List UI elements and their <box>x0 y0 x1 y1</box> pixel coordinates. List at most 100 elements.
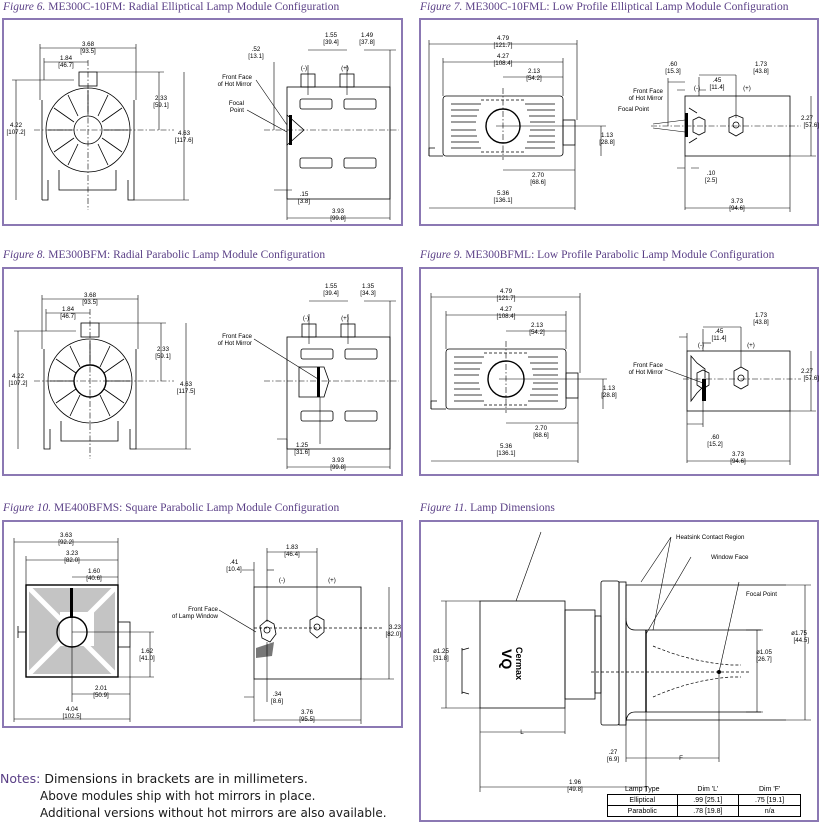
dim-value: [10.4] <box>226 566 242 573</box>
notes: Notes: Dimensions in brackets are in mil… <box>0 770 387 822</box>
dim-value: [68.6] <box>530 179 546 186</box>
dim-value: .45 <box>713 77 722 84</box>
figure-number: Figure 6. <box>3 1 46 13</box>
dim-value: [13.1] <box>248 53 264 60</box>
dim-value: .41 <box>230 559 239 566</box>
dim-value: [95.5] <box>299 716 315 723</box>
callout-label: of Hot Mirror <box>218 340 252 347</box>
callout-label: Front Face <box>188 606 218 613</box>
dim-value: 1.73 <box>755 312 768 319</box>
dim-value: [6.9] <box>607 756 619 763</box>
dim-value: [99.8] <box>330 215 346 222</box>
figure-10-caption: Figure 10. ME400BFMS: Square Parabolic L… <box>3 502 339 514</box>
low-profile-module-front-view <box>428 40 606 210</box>
dim-value: [136.1] <box>494 197 513 204</box>
terminal-label: (+) <box>341 315 349 322</box>
figure-title: ME300C-10FML: Low Profile Elliptical Lam… <box>465 1 789 13</box>
dim-value: [93.5] <box>80 48 96 55</box>
figure-9-drawing: 4.79 [121.7] 4.27 [108.4] 2.13 [54.2] 1.… <box>430 288 820 465</box>
figure-9-caption: Figure 9. ME300BFML: Low Profile Parabol… <box>420 249 774 261</box>
dim-value: [31.8] <box>433 655 449 662</box>
dim-value: .60 <box>711 434 720 441</box>
dim-value: [31.6] <box>294 449 310 456</box>
dim-value: [117.6] <box>175 137 194 144</box>
figure-title: Lamp Dimensions <box>470 502 555 514</box>
dim-value: ø1.75 <box>791 630 807 637</box>
dim-value: [39.4] <box>323 39 339 46</box>
logo-vq: VQ <box>499 649 515 669</box>
dim-value: 4.27 <box>497 53 510 60</box>
dim-value: [8.6] <box>271 698 283 705</box>
dim-value: 1.73 <box>755 61 768 68</box>
figure-11-caption: Figure 11. Lamp Dimensions <box>420 502 555 514</box>
dim-value: 2.70 <box>532 172 545 179</box>
dim-value: [28.8] <box>601 392 617 399</box>
figure-6-caption: Figure 6. ME300C-10FM: Radial Elliptical… <box>3 1 339 13</box>
table-cell: .78 [19.8] <box>676 805 740 817</box>
figure-number: Figure 8. <box>3 249 46 261</box>
dim-value: 4.04 <box>66 706 79 713</box>
dim-value: [34.3] <box>360 290 376 297</box>
dim-value: 3.93 <box>332 457 345 464</box>
dim-value: [49.8] <box>567 786 583 793</box>
figure-10-panel: 3.63 [92.2] 3.23 [82.0] 1.60 [40.6] 1.62… <box>2 520 403 728</box>
dim-value: 1.55 <box>325 283 338 290</box>
figure-7-drawing: 4.79 [121.7] 4.27 [108.4] 2.13 [54.2] 1.… <box>428 35 819 212</box>
callout-label: Focal <box>229 100 244 107</box>
dim-value: 1.13 <box>603 385 616 392</box>
terminal-label: (+) <box>341 65 349 72</box>
dim-value: 5.36 <box>500 443 513 450</box>
dim-value: 4.22 <box>12 373 25 380</box>
dim-value: [94.6] <box>729 205 745 212</box>
dim-value: 3.63 <box>60 532 73 539</box>
dim-value: [28.8] <box>599 139 615 146</box>
dim-value: 1.84 <box>60 55 73 62</box>
callout-label: Focal Point <box>618 106 649 113</box>
dim-value: 4.63 <box>180 381 193 388</box>
lamp-outline <box>461 580 786 726</box>
dim-value: .15 <box>300 191 309 198</box>
table-cell: .75 [19.1] <box>738 794 801 806</box>
dim-value: 1.55 <box>325 32 338 39</box>
lamp-dimension-table: Lamp Type Dim 'L' Dim 'F' Elliptical .99… <box>607 784 801 817</box>
callout-window-face: Window Face <box>711 554 749 561</box>
logo-cermax: Cermax <box>514 647 524 680</box>
dim-value: [68.6] <box>533 432 549 439</box>
callout-label: Point <box>230 107 244 114</box>
dim-value: [57.6] <box>804 375 820 382</box>
callout-heatsink: Heatsink Contact Region <box>676 534 745 541</box>
dim-value: 2.01 <box>95 685 108 692</box>
dim-value: [92.2] <box>58 539 74 546</box>
dim-value: 4.79 <box>497 35 510 42</box>
dim-value: [37.8] <box>359 39 375 46</box>
dim-value: 2.13 <box>531 322 544 329</box>
table-cell: Parabolic <box>607 805 678 817</box>
dim-value: [82.0] <box>386 631 402 638</box>
lamp-dimensions <box>441 531 811 792</box>
figure-number: Figure 9. <box>420 249 463 261</box>
dim-value: [54.2] <box>529 329 545 336</box>
dim-value: 1.84 <box>62 306 75 313</box>
dim-value: [15.3] <box>665 68 681 75</box>
dim-value: .45 <box>715 328 724 335</box>
dim-value: .34 <box>273 691 282 698</box>
dim-value: 1.35 <box>362 283 375 290</box>
low-profile-parabolic-side-view <box>664 326 816 465</box>
table-header: Dim 'L' <box>697 785 719 793</box>
dim-value: 3.73 <box>732 451 745 458</box>
dim-value: 2.27 <box>801 368 814 375</box>
figure-7-panel: 4.79 [121.7] 4.27 [108.4] 2.13 [54.2] 1.… <box>419 18 819 226</box>
notes-line: Additional versions without hot mirrors … <box>40 806 387 820</box>
dim-value: [11.4] <box>711 335 726 342</box>
figure-6-panel: 3.68 [93.5] 1.84 [46.7] 2.33 [59.1] 4.22… <box>2 18 403 226</box>
callout-label: of Hot Mirror <box>629 369 663 376</box>
dim-value: 4.63 <box>178 130 191 137</box>
notes-label: Notes: <box>0 771 41 786</box>
dim-value: 2.70 <box>535 425 548 432</box>
dim-value: 4.22 <box>10 122 23 129</box>
figure-number: Figure 11. <box>420 502 468 514</box>
dim-value: .27 <box>609 749 618 756</box>
dim-value: [46.7] <box>58 62 74 69</box>
dim-value: [102.5] <box>63 713 82 720</box>
callout-label: Front Face <box>633 362 663 369</box>
